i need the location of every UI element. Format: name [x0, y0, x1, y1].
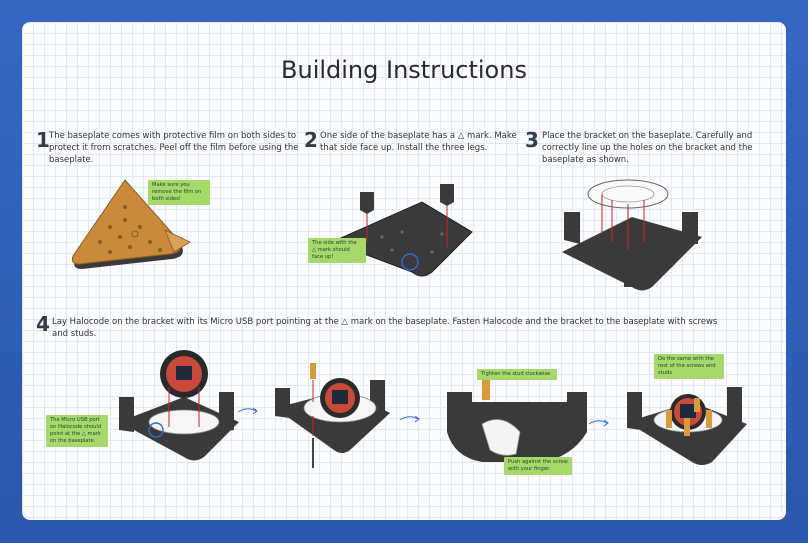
instructions-card: Building Instructions 1 The baseplate co…	[22, 22, 786, 520]
callout-triangle-side: The side with the △ mark should face up!	[308, 238, 366, 263]
step-4d-illustration	[627, 387, 747, 465]
step-2-text: One side of the baseplate has a △ mark. …	[320, 131, 517, 153]
step-3-text: Place the bracket on the baseplate. Care…	[542, 131, 753, 165]
callout-micro-usb: The Micro USB port on Halocode should po…	[46, 415, 108, 447]
callout-same-rest: Do the same with the rest of the screws …	[654, 354, 724, 379]
bracket-ring	[587, 179, 669, 209]
arrow-next-2	[399, 415, 420, 423]
film-peel-corner	[164, 229, 191, 253]
step-2-illustration	[330, 184, 473, 277]
step-4b-illustration	[275, 363, 390, 468]
step-4c-illustration	[447, 374, 587, 462]
arrow-next-1	[237, 407, 258, 415]
step-4-text: Lay Halocode on the bracket with its Mic…	[52, 317, 718, 339]
triangle-mark-highlight	[401, 253, 419, 271]
page-title: Building Instructions	[281, 56, 527, 84]
callout-tighten: Tighten the stud clockwise	[477, 369, 557, 380]
finger	[481, 419, 521, 456]
stud-orange	[482, 374, 490, 400]
arrow-next-3	[588, 419, 609, 427]
stud	[310, 363, 316, 379]
step-4a-illustration	[119, 350, 239, 461]
step-1-illustration	[71, 179, 191, 269]
step-2-number: 2	[304, 128, 318, 152]
step-4-number: 4	[36, 312, 50, 336]
callout-push-screw: Push against the screw with your finger.	[504, 457, 572, 475]
step-3-number: 3	[525, 128, 539, 152]
usb-port-highlight	[148, 422, 164, 438]
step-1-number: 1	[36, 128, 50, 152]
step-3-illustration	[562, 179, 702, 291]
callout-remove-film: Make sure you remove the film on both si…	[148, 180, 210, 205]
step-1-text: The baseplate comes with protective film…	[49, 131, 299, 165]
leg-right	[440, 184, 454, 206]
leg-center	[419, 224, 427, 264]
leg-left	[360, 192, 374, 214]
